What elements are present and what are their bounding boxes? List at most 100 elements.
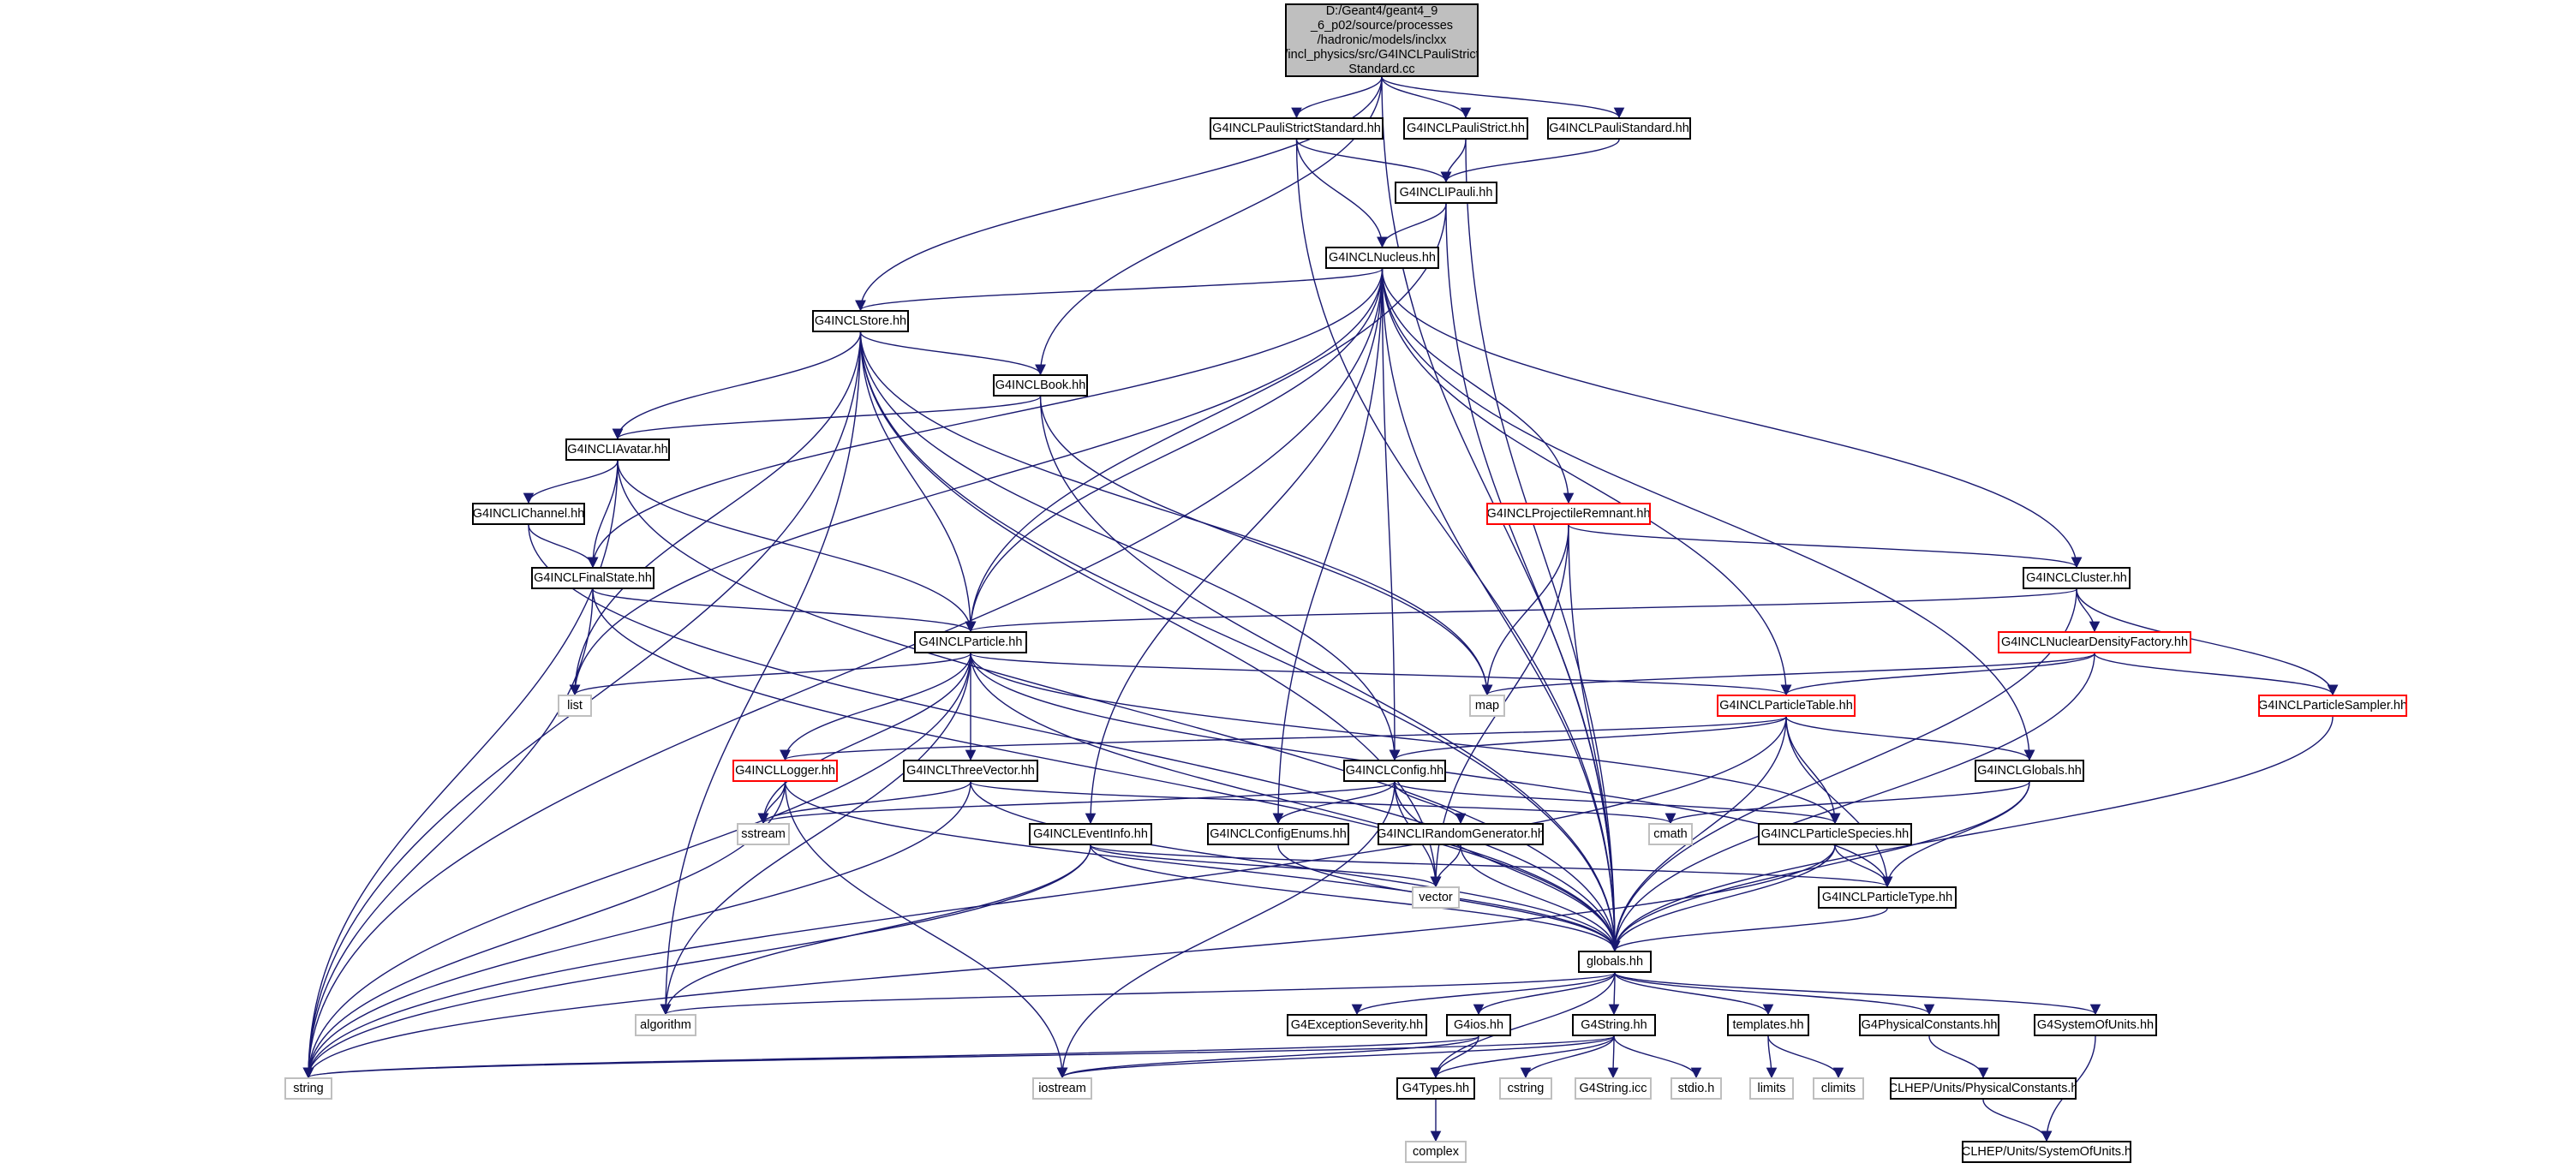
particle-table-header[interactable]: G4INCLParticleTable.hh: [1717, 695, 1856, 717]
g4string-header[interactable]: G4String.hh: [1572, 1014, 1656, 1036]
config-enums-header[interactable]: G4INCLConfigEnums.hh: [1207, 823, 1349, 845]
iavatar-header[interactable]: G4INCLIAvatar.hh: [565, 438, 670, 461]
edge-particleTable-to-logger: [780, 716, 1787, 761]
edge-particle-to-list: [569, 653, 971, 696]
edge-eventInfo-to-particleType: [1090, 844, 1892, 888]
edge-pauli-to-particle: [965, 203, 1447, 633]
edge-pauli-to-nucleus: [1377, 203, 1447, 248]
edge-root-to-store: [855, 76, 1383, 312]
edge-particle-to-logger: [780, 653, 971, 761]
incl-globals-header[interactable]: G4INCLGlobals.hh: [1975, 760, 2084, 782]
edge-globals-to-algorithm: [660, 972, 1616, 1016]
final-state-header[interactable]: G4INCLFinalState.hh: [531, 567, 654, 589]
projectile-remnant-header[interactable]: G4INCLProjectileRemnant.hh: [1486, 503, 1651, 525]
edge-avatar-to-channel: [523, 460, 619, 504]
complex-header: complex: [1405, 1141, 1467, 1163]
nucleus-header[interactable]: G4INCLNucleus.hh: [1325, 247, 1439, 269]
templates-header[interactable]: templates.hh: [1727, 1014, 1809, 1036]
edge-particleTable-to-globalsINCL: [1785, 716, 2035, 761]
system-of-units-header[interactable]: G4SystemOfUnits.hh: [2034, 1014, 2157, 1036]
edge-densityFactory-to-particleTable: [1780, 653, 2095, 696]
event-info-header[interactable]: G4INCLEventInfo.hh: [1029, 823, 1152, 845]
edge-globals-to-templates: [1614, 972, 1774, 1016]
edge-eventInfo-to-globals: [1090, 844, 1621, 952]
edge-nucleus-to-config: [1381, 268, 1401, 761]
edge-g4string-to-types: [1430, 1035, 1615, 1079]
edge-particle-to-string: [302, 653, 971, 1079]
globals-header[interactable]: globals.hh: [1578, 951, 1652, 973]
edge-random-to-globals: [1460, 844, 1621, 952]
edge-logger-to-string: [302, 781, 786, 1079]
random-generator-header[interactable]: G4INCLIRandomGenerator.hh: [1378, 823, 1544, 845]
edge-particleType-to-globals: [1609, 908, 1888, 952]
edge-nucleus-to-configEnums: [1272, 268, 1384, 825]
exception-severity-header[interactable]: G4ExceptionSeverity.hh: [1287, 1014, 1427, 1036]
particle-sampler-header[interactable]: G4INCLParticleSampler.hh: [2258, 695, 2407, 717]
nuclear-density-factory-header[interactable]: G4INCLNuclearDensityFactory.hh: [1998, 631, 2191, 653]
three-vector-header[interactable]: G4INCLThreeVector.hh: [903, 760, 1038, 782]
g4types-header[interactable]: G4Types.hh: [1396, 1077, 1475, 1100]
edge-species-to-particleType: [1834, 844, 1893, 888]
store-header[interactable]: G4INCLStore.hh: [812, 310, 909, 332]
edge-particle-to-algorithm: [660, 653, 971, 1016]
cmath-header: cmath: [1648, 823, 1693, 845]
clhep-system-of-units-header[interactable]: CLHEP/Units/SystemOfUnits.h: [1962, 1141, 2131, 1163]
edge-ios-to-string: [303, 1035, 1479, 1079]
logger-header[interactable]: G4INCLLogger.hh: [732, 760, 838, 782]
cstring-header: cstring: [1499, 1077, 1552, 1100]
edge-eventInfo-to-vector: [1090, 844, 1442, 888]
edge-root-to-pauliStandard: [1381, 76, 1625, 119]
edge-sampler-to-globals: [1609, 716, 2334, 952]
pauli-standard-header[interactable]: G4INCLPauliStandard.hh: [1547, 117, 1691, 140]
edge-finalState-to-string: [302, 588, 594, 1079]
pauli-strict-standard-header[interactable]: G4INCLPauliStrictStandard.hh: [1210, 117, 1384, 140]
climits-header: climits: [1813, 1077, 1864, 1100]
edge-globals-to-ios: [1473, 972, 1616, 1016]
edge-pauliStrictStandard-to-nucleus: [1295, 139, 1388, 248]
edge-particleTable-to-globals: [1609, 716, 1787, 952]
clhep-physical-constants-header[interactable]: CLHEP/Units/PhysicalConstants.h: [1890, 1077, 2077, 1100]
edge-globalsINCL-to-globals: [1609, 781, 2030, 952]
edge-globals-to-types: [1430, 972, 1616, 1079]
edge-book-to-globals: [1039, 396, 1621, 952]
particle-type-header[interactable]: G4INCLParticleType.hh: [1818, 886, 1957, 909]
edge-avatar-to-particle: [617, 460, 977, 633]
ichannel-header[interactable]: G4INCLIChannel.hh: [472, 503, 585, 525]
algorithm-header: algorithm: [635, 1014, 696, 1036]
edge-avatar-to-finalState: [587, 460, 619, 569]
ipauli-header[interactable]: G4INCLIPauli.hh: [1395, 182, 1497, 204]
edge-config-to-configEnums: [1272, 781, 1396, 825]
edge-g4string-to-stringIcc: [1607, 1035, 1619, 1079]
edge-templates-to-limits: [1766, 1035, 1778, 1079]
edge-eventInfo-to-algorithm: [660, 844, 1091, 1016]
book-header[interactable]: G4INCLBook.hh: [993, 374, 1088, 397]
edge-random-to-vector: [1430, 844, 1461, 888]
edge-ios-to-iostream: [1056, 1035, 1479, 1079]
edge-threeVector-to-string: [302, 781, 971, 1079]
edge-particle-to-particleTable: [970, 653, 1791, 696]
particle-header[interactable]: G4INCLParticle.hh: [914, 631, 1027, 653]
edge-pauliStrict-to-pauli: [1440, 139, 1467, 183]
edge-store-to-avatar: [612, 331, 862, 440]
pauli-strict-header[interactable]: G4INCLPauliStrict.hh: [1403, 117, 1528, 140]
edge-eventInfo-to-string: [302, 844, 1091, 1079]
vector-header: vector: [1412, 886, 1460, 909]
particle-species-header[interactable]: G4INCLParticleSpecies.hh: [1758, 823, 1912, 845]
config-header[interactable]: G4INCLConfig.hh: [1343, 760, 1446, 782]
edge-species-to-string: [302, 844, 1836, 1079]
edge-particleTable-to-config: [1389, 716, 1787, 761]
edge-projectile-to-cluster: [1568, 524, 2082, 569]
edge-config-to-sstream: [758, 781, 1396, 825]
cluster-header[interactable]: G4INCLCluster.hh: [2023, 567, 2131, 589]
g4string-icc-header: G4String.icc: [1575, 1077, 1652, 1100]
edge-g4string-to-iostream: [1057, 1035, 1615, 1079]
edge-finalState-to-globals: [592, 588, 1621, 952]
edge-nucleus-to-projectile: [1381, 268, 1575, 504]
edge-finalState-to-particle: [592, 588, 977, 633]
edge-globalsINCL-to-cmath: [1665, 781, 2030, 825]
g4ios-header[interactable]: G4ios.hh: [1446, 1014, 1511, 1036]
physical-constants-header[interactable]: G4PhysicalConstants.hh: [1859, 1014, 1999, 1036]
edge-pauliStrict-to-globals: [1465, 139, 1621, 952]
